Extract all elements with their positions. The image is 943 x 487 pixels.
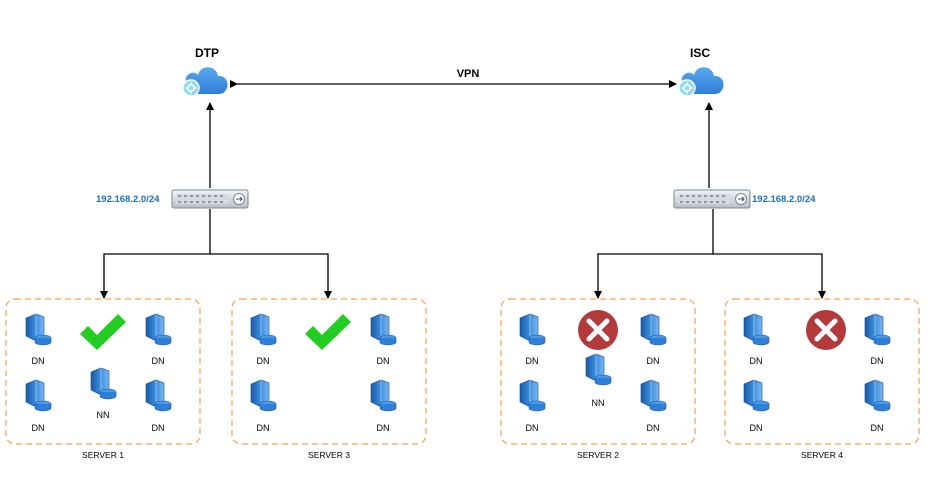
node-label: DN (152, 356, 165, 366)
server-node-icon (145, 379, 172, 412)
cluster-label: SERVER 3 (308, 450, 350, 460)
site-title: DTP (195, 46, 219, 60)
cluster-label: SERVER 1 (82, 450, 124, 460)
server-node-icon (640, 379, 667, 412)
node-label: DN (647, 356, 660, 366)
server-node-icon (90, 367, 117, 400)
server-node-icon (743, 379, 770, 412)
node-label: DN (871, 356, 884, 366)
node-label: DN (377, 423, 390, 433)
server-cluster-3: DN DN DN DN SERVER 3 (231, 298, 427, 460)
node-label: DN (526, 356, 539, 366)
cluster-box (500, 298, 696, 445)
vpn-label: VPN (457, 68, 480, 80)
server-node-icon (640, 313, 667, 346)
node-label: NN (97, 410, 110, 420)
switch-icon (171, 189, 249, 209)
cluster-label: SERVER 4 (801, 450, 843, 460)
downlink-right (210, 253, 332, 299)
server-node-icon (519, 379, 546, 412)
node-label: DN (152, 423, 165, 433)
cluster-box (231, 298, 427, 445)
server-cluster-2: DN DN NN DN DN SERVER 2 (500, 298, 696, 460)
node-label: DN (32, 423, 45, 433)
server-node-icon (864, 379, 891, 412)
server-node-icon (25, 379, 52, 412)
status-cross-icon (578, 310, 618, 350)
node-label: DN (750, 356, 763, 366)
downlink-right (713, 253, 826, 299)
switch-icon (673, 189, 751, 209)
node-label: DN (526, 423, 539, 433)
server-cluster-4: DN DN DN DN SERVER 4 (724, 298, 920, 460)
node-label: DN (257, 423, 270, 433)
downlink-left (100, 209, 211, 299)
server-node-icon (250, 313, 277, 346)
site-isc: ISC 192.168.2.0/24 (594, 46, 826, 299)
cluster-box (5, 298, 201, 445)
server-node-icon (864, 313, 891, 346)
server-node-icon (25, 313, 52, 346)
server-node-icon (519, 313, 546, 346)
node-label: DN (750, 423, 763, 433)
server-node-icon (250, 379, 277, 412)
server-node-icon (370, 379, 397, 412)
node-label: NN (592, 398, 605, 408)
cluster-box (724, 298, 920, 445)
server-node-icon (743, 313, 770, 346)
server-node-icon (370, 313, 397, 346)
node-label: DN (871, 423, 884, 433)
site-title: ISC (690, 46, 710, 60)
node-label: DN (377, 356, 390, 366)
server-node-icon (145, 313, 172, 346)
subnet-label: 192.168.2.0/24 (752, 194, 816, 205)
site-dtp: DTP 192.168.2.0/24 (96, 46, 332, 299)
status-check-icon (305, 314, 351, 350)
cloud-icon (181, 66, 229, 97)
node-label: DN (257, 356, 270, 366)
cloud-icon (677, 66, 725, 97)
status-check-icon (80, 314, 126, 350)
server-node-icon (585, 353, 612, 386)
node-label: DN (647, 423, 660, 433)
downlink-left (594, 209, 714, 299)
status-cross-icon (806, 310, 846, 350)
node-label: DN (32, 356, 45, 366)
subnet-label: 192.168.2.0/24 (96, 194, 160, 205)
server-cluster-1: DN DN NN DN DN SERVER 1 (5, 298, 201, 460)
cluster-label: SERVER 2 (577, 450, 619, 460)
